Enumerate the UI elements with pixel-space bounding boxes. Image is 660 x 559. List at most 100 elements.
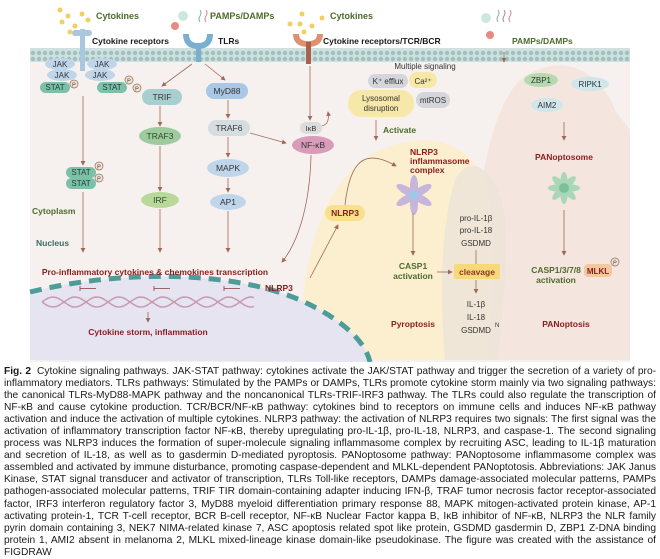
svg-text:STAT: STAT xyxy=(71,179,90,188)
cleavage-region xyxy=(442,165,506,360)
promoter-arrows xyxy=(79,286,240,291)
pamps-damps-label-left: PAMPs/DAMPs xyxy=(210,11,274,21)
il18-label: IL-18 xyxy=(467,313,486,322)
svg-text:P: P xyxy=(97,177,101,183)
cytokine-receptors-label: Cytokine receptors xyxy=(92,36,169,46)
traf6-node: TRAF6 xyxy=(208,120,250,136)
svg-text:JAK: JAK xyxy=(95,60,110,69)
nlrp3-node: NLRP3 xyxy=(325,205,365,221)
nucleus-label: Nucleus xyxy=(36,238,69,248)
svg-text:cleavage: cleavage xyxy=(459,267,495,277)
casp1-label-1: CASP1 xyxy=(399,261,428,271)
svg-text:ZBP1: ZBP1 xyxy=(531,76,552,85)
svg-text:AIM2: AIM2 xyxy=(538,101,557,110)
tlr-receptor-icon xyxy=(183,33,213,62)
cytokine-signaling-diagram: Cytokines Cytokine receptors PAMPs/DAMPs… xyxy=(29,7,630,362)
casp1-label-2: activation xyxy=(393,271,433,281)
cleavage-node: cleavage xyxy=(454,264,500,279)
arrow-traf6-to-nfkb xyxy=(249,132,287,145)
cell-membrane xyxy=(30,48,630,62)
svg-text:NF-κB: NF-κB xyxy=(301,140,325,150)
pamps-damps-label-right: PAMPs/DAMPs xyxy=(512,36,573,46)
tcr-bcr-receptors-label: Cytokine receptors/TCR/BCR xyxy=(323,36,441,46)
svg-text:STAT: STAT xyxy=(45,83,64,92)
svg-text:K⁺ efflux: K⁺ efflux xyxy=(373,77,404,86)
gsdmd-n-superscript: N xyxy=(495,323,499,329)
svg-text:AP1: AP1 xyxy=(220,197,236,207)
ripk1-node: RIPK1 xyxy=(571,77,609,91)
il1b-label: IL-1β xyxy=(467,300,486,309)
nlrp3-nucleus-label: NLRP3 xyxy=(265,283,293,293)
svg-text:P: P xyxy=(135,87,139,93)
myd88-node: MyD88 xyxy=(206,83,248,99)
svg-text:mtROS: mtROS xyxy=(420,96,446,105)
svg-text:IκB: IκB xyxy=(306,124,317,133)
svg-text:MAPK: MAPK xyxy=(216,163,240,173)
svg-text:Lysosomal: Lysosomal xyxy=(362,94,400,103)
arrow-nucleus-to-nlrp3 xyxy=(309,224,339,279)
multiple-signaling-label: Multiple signaling xyxy=(394,62,455,71)
caption-label: Fig. 2 xyxy=(4,366,32,377)
tcr-bcr-receptor-icon xyxy=(293,33,323,64)
stat-dimer: STAT STAT P P xyxy=(66,161,104,189)
svg-text:TRIF: TRIF xyxy=(153,92,172,102)
svg-text:disruption: disruption xyxy=(364,104,399,113)
svg-text:IRF: IRF xyxy=(153,195,167,205)
svg-text:MyD88: MyD88 xyxy=(214,86,241,96)
inflammasome-complex-label-1: NLRP3 xyxy=(410,147,438,157)
cytoplasm-label: Cytoplasm xyxy=(32,206,76,216)
svg-text:TRAF3: TRAF3 xyxy=(147,131,174,141)
mapk-node: MAPK xyxy=(207,159,249,177)
panoptosome-label: PANoptosome xyxy=(535,152,593,162)
casp-panoptosis-label-2: activation xyxy=(536,275,576,285)
cytokine-particles-mid xyxy=(287,11,325,35)
pamps-damps-icon-left xyxy=(171,9,208,30)
arrow-tlr-to-myd88 xyxy=(204,63,226,81)
svg-text:P: P xyxy=(72,83,76,89)
traf3-node: TRAF3 xyxy=(139,127,181,145)
nfkb-node: NF-κB xyxy=(292,136,334,154)
arrow-tlr-to-trif xyxy=(161,63,193,87)
tlrs-label: TLRs xyxy=(218,36,240,46)
arrow-ikb-release xyxy=(321,111,332,127)
trif-node: TRIF xyxy=(142,89,182,105)
ikb-node: IκB xyxy=(300,122,322,134)
svg-text:TRAF6: TRAF6 xyxy=(216,123,243,133)
jak-stat-complex: JAK JAK JAK JAK STAT P STAT P P xyxy=(40,58,142,93)
caption-text: Cytokine signaling pathways. JAK-STAT pa… xyxy=(4,366,657,558)
svg-text:MLKL: MLKL xyxy=(587,267,609,276)
inflammasome-complex-label-2: inflammasome xyxy=(410,156,470,166)
panoptosis-region xyxy=(470,65,630,361)
gsdmd-label: GSDMD xyxy=(461,239,491,248)
svg-text:STAT: STAT xyxy=(102,83,121,92)
nuclear-envelope xyxy=(29,273,373,362)
svg-text:JAK: JAK xyxy=(93,71,108,80)
svg-text:JAK: JAK xyxy=(55,71,70,80)
panoptosis-label: PANoptosis xyxy=(542,319,590,329)
svg-text:RIPK1: RIPK1 xyxy=(578,80,602,89)
pyroptosis-label: Pyroptosis xyxy=(391,319,435,329)
cytokine-particles-left xyxy=(57,7,91,35)
casp-panoptosis-label-1: CASP1/3/7/8 xyxy=(531,265,581,275)
svg-text:NLRP3: NLRP3 xyxy=(331,208,359,218)
irf-node: IRF xyxy=(141,192,179,208)
svg-text:P: P xyxy=(613,261,617,267)
pro-il1b-label: pro-IL-1β xyxy=(460,214,493,223)
svg-text:Ca²⁺: Ca²⁺ xyxy=(414,77,431,86)
pro-il18-label: pro-IL-18 xyxy=(460,226,493,235)
svg-text:P: P xyxy=(97,165,101,171)
lysosomal-disruption-node: Lysosomal disruption xyxy=(348,90,414,117)
mtros-node: mtROS xyxy=(416,92,450,108)
arrow-nlrp3-to-complex xyxy=(344,157,397,206)
mlkl-node: MLKL P xyxy=(584,257,620,277)
k-efflux-node: K⁺ efflux xyxy=(368,74,408,88)
inflammasome-complex-label-3: complex xyxy=(410,165,445,175)
panoptosome-icon xyxy=(548,172,580,204)
cytokine-receptor-icon xyxy=(72,29,92,71)
svg-text:P: P xyxy=(127,79,131,85)
aim2-node: AIM2 xyxy=(531,98,563,112)
arrow-nfkb-to-nucleus xyxy=(281,154,312,263)
gsdmd-n-label: GSDMD xyxy=(461,326,491,335)
svg-text:STAT: STAT xyxy=(71,168,90,177)
